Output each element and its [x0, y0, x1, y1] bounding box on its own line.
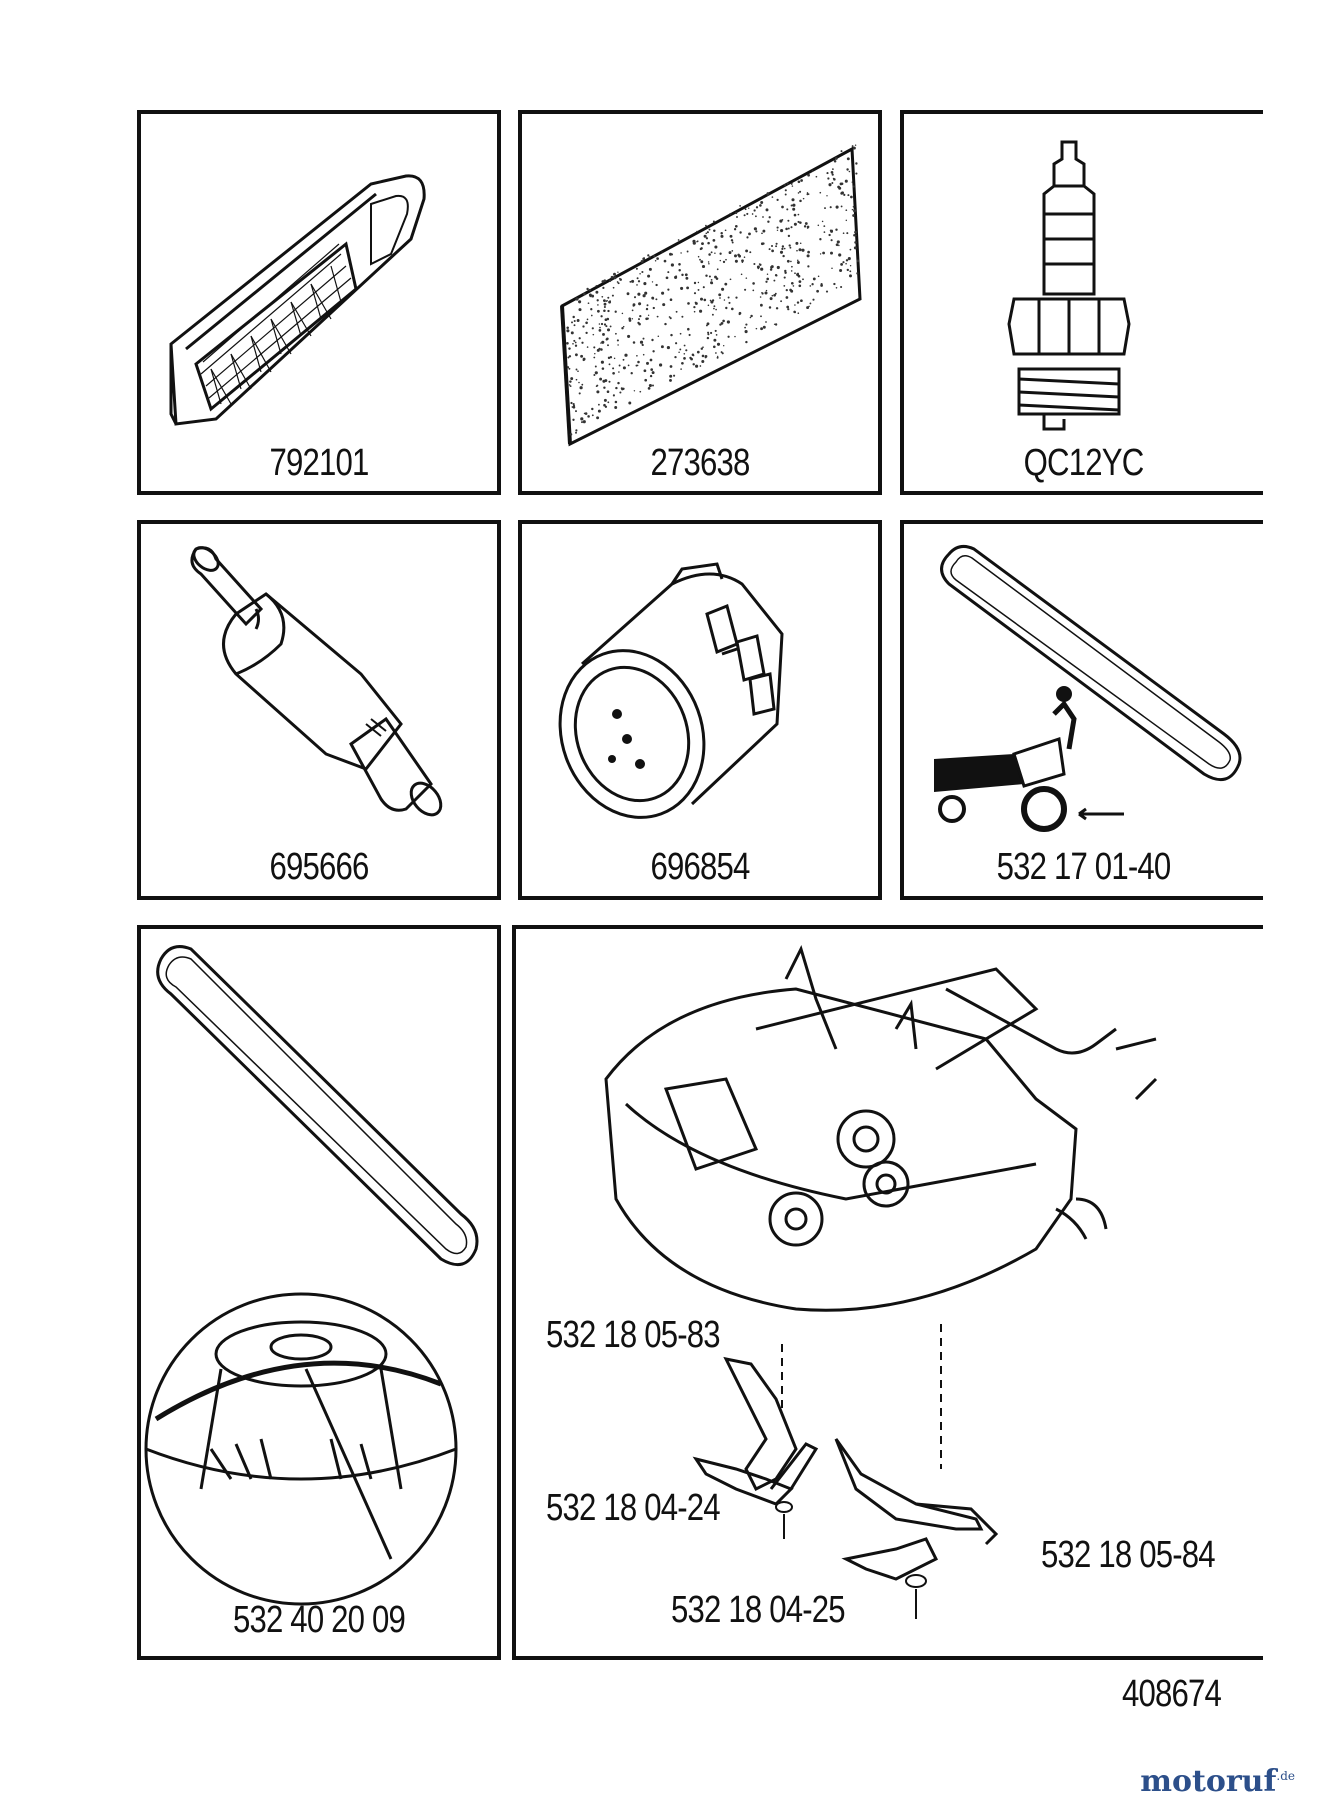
mower-deck-icon [604, 944, 1158, 1619]
fuel-filter-icon [190, 546, 443, 817]
foam-pre-filter-icon [560, 144, 862, 447]
panel-pre-filter: 273638 [518, 110, 882, 495]
panel-drive-belt: 532 17 01-40 [900, 520, 1263, 900]
part-number-label: 532 40 20 09 [232, 1599, 406, 1641]
blade-icon [692, 1356, 999, 1581]
callout-label: 532 18 04-24 [546, 1487, 721, 1529]
panel-spark-plug: QC12YC [900, 110, 1263, 495]
air-filter-icon [169, 174, 426, 426]
part-number-label: 792101 [269, 442, 369, 484]
tractor-icon [934, 686, 1124, 832]
part-number-label: 696854 [650, 846, 750, 888]
panel-air-filter: 792101 [137, 110, 501, 495]
drive-belt-icon [934, 544, 1242, 832]
panel-mower-deck: 532 18 05-83 532 18 04-24 532 18 05-84 5… [512, 925, 1263, 1660]
part-number-label: 273638 [650, 442, 750, 484]
panel-fuel-filter: 695666 [137, 520, 501, 900]
oil-filter-icon [558, 562, 784, 819]
part-number-label: 695666 [269, 846, 369, 888]
watermark-logo: motoruf.de [1140, 1764, 1295, 1799]
callout-label: 532 18 05-84 [1041, 1534, 1216, 1576]
panel-oil-filter: 696854 [518, 520, 882, 900]
panel-belt-pulley: 532 40 20 09 [137, 925, 501, 1660]
callout-label: 532 18 04-25 [671, 1589, 846, 1631]
belt-and-pulley-icon [144, 945, 479, 1606]
drawing-number: 408674 [1122, 1673, 1222, 1715]
part-number-label: 532 17 01-40 [996, 846, 1172, 888]
callout-label: 532 18 05-83 [546, 1314, 721, 1356]
part-number-label: QC12YC [1023, 442, 1145, 484]
spark-plug-icon [1007, 140, 1131, 431]
